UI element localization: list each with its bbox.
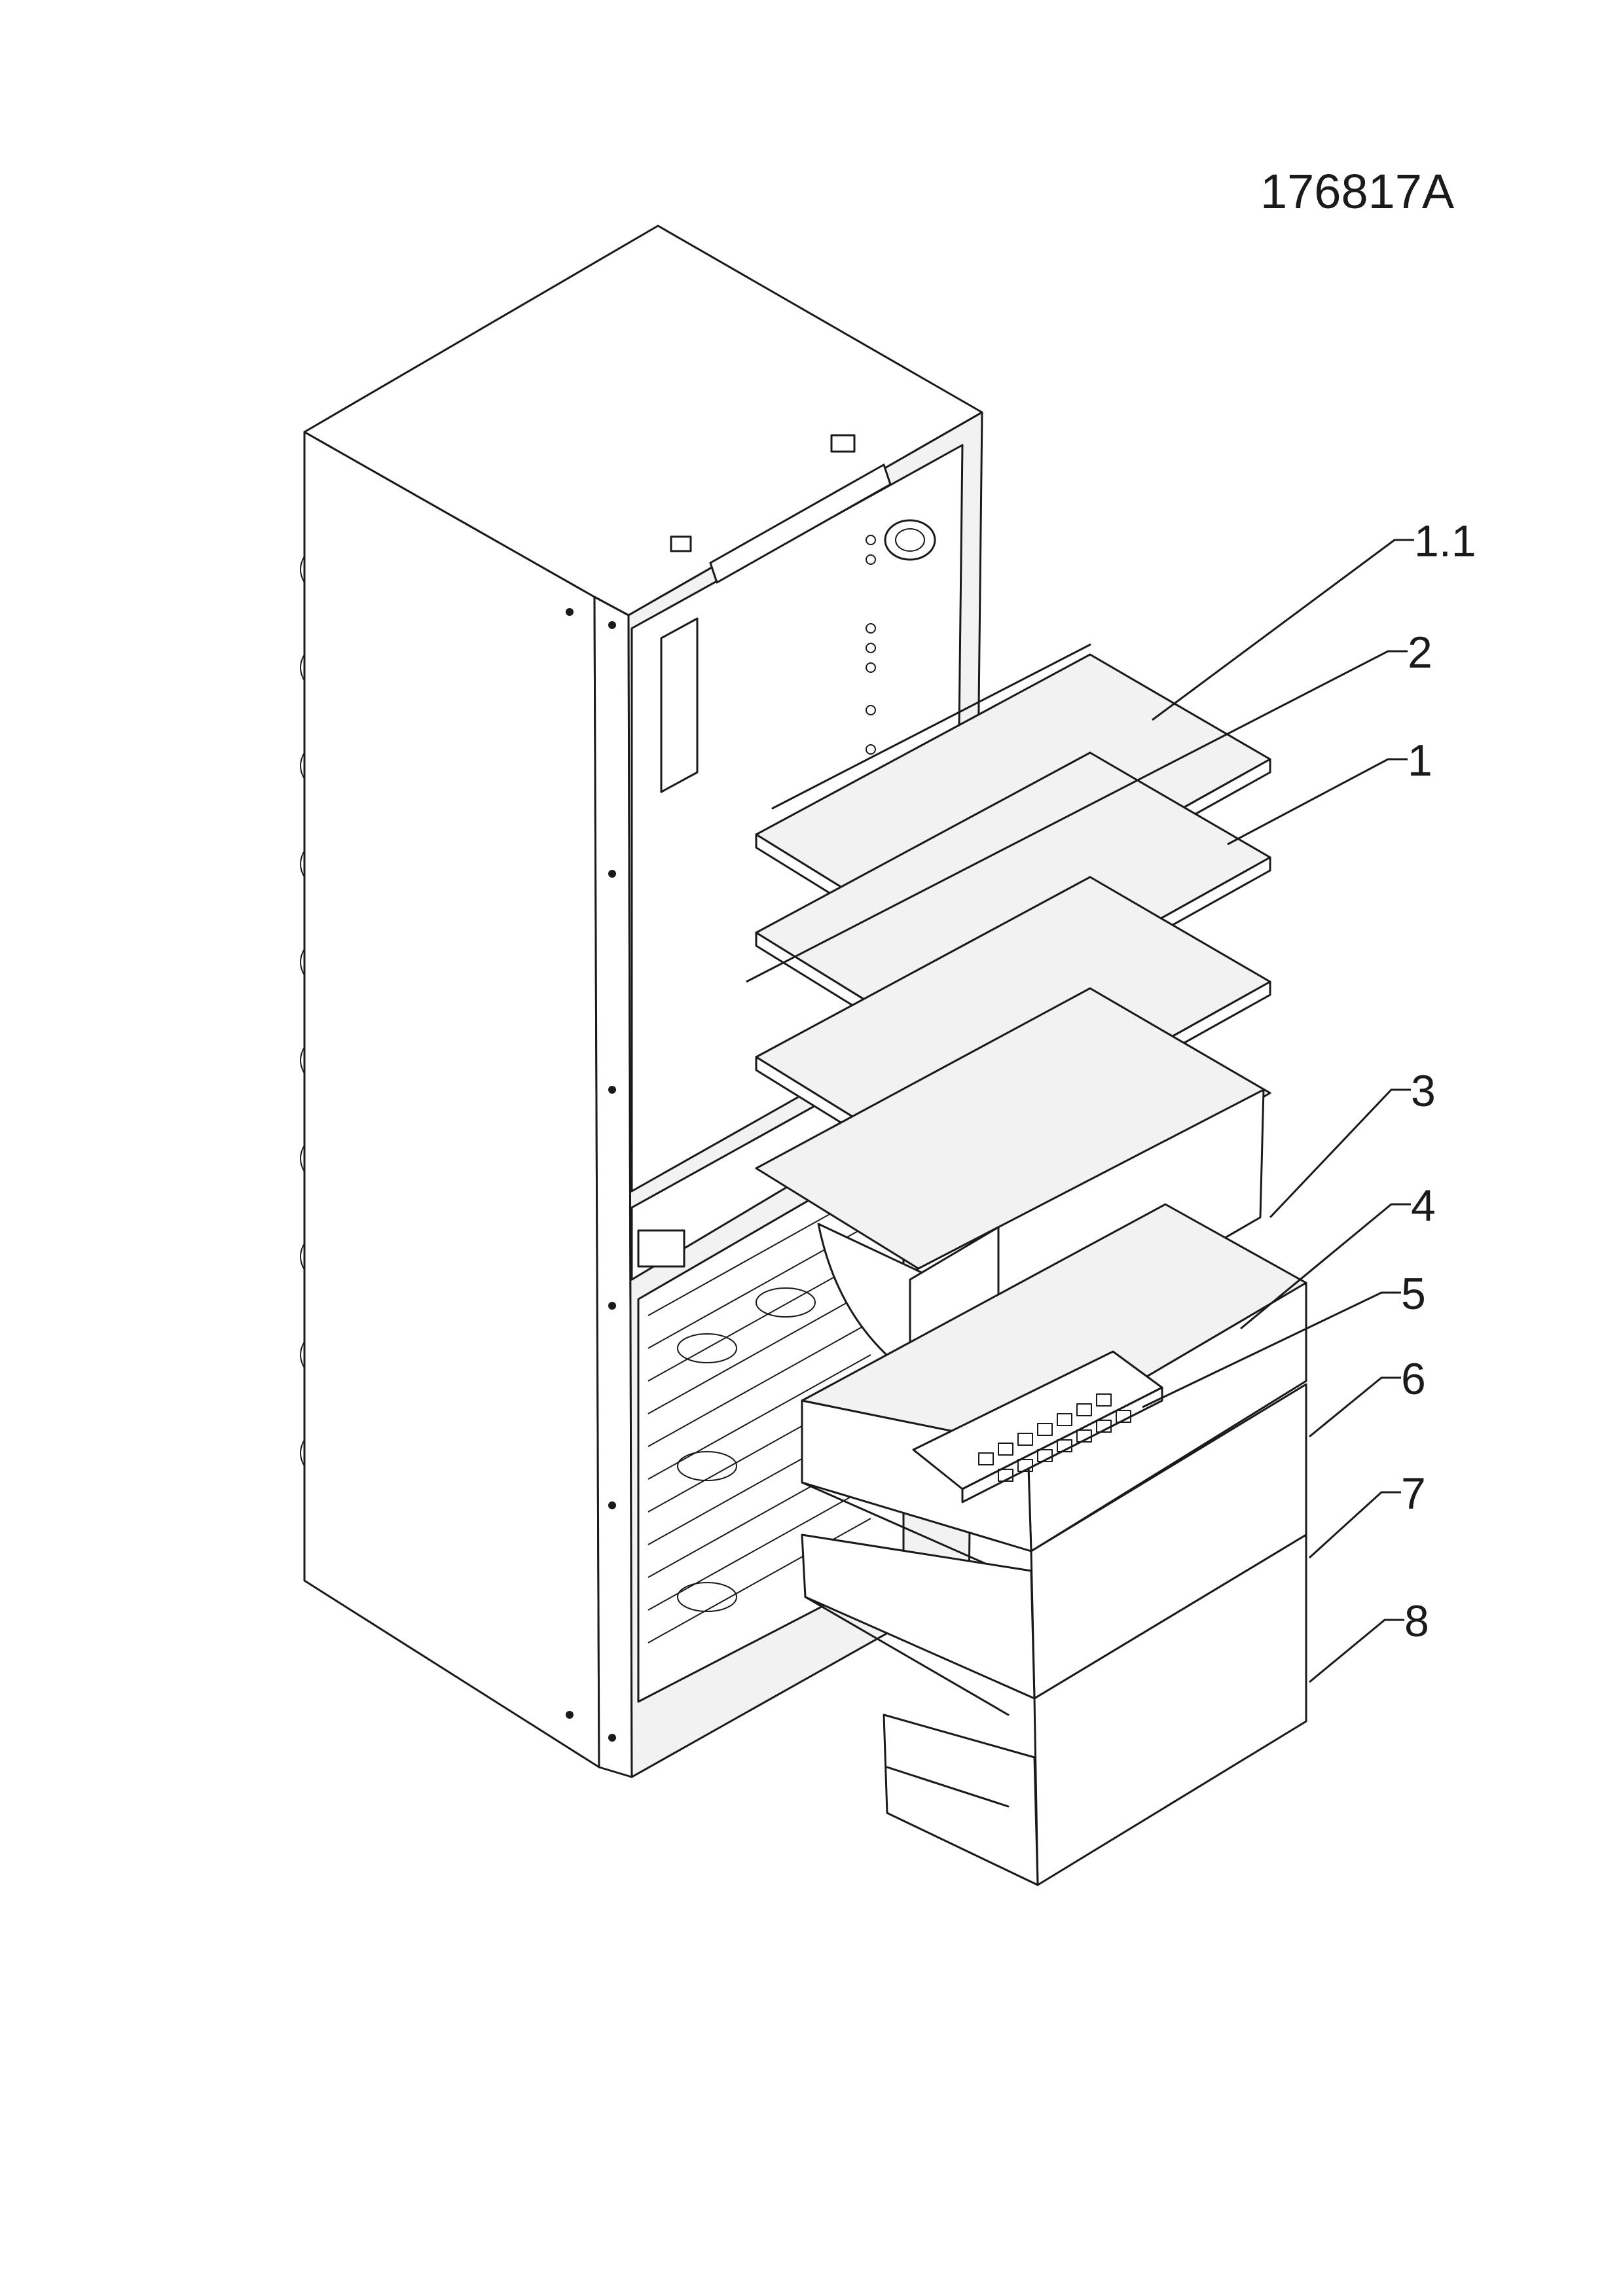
- top-hinge-bracket: [709, 463, 892, 584]
- svg-text:6: 6: [1401, 1354, 1426, 1404]
- callout-7: 7: [1308, 1469, 1426, 1559]
- callout-5: 5: [1142, 1269, 1426, 1408]
- rear-condenser-edge: [300, 556, 305, 1467]
- shelf-support-holes: [866, 535, 876, 755]
- svg-text:7: 7: [1401, 1469, 1426, 1518]
- callout-2: 2: [746, 628, 1432, 983]
- callout-3: 3: [1269, 1066, 1436, 1219]
- drawing-number: 176817A: [1260, 164, 1455, 219]
- hinge-latch: [830, 434, 856, 453]
- ice-cube-tray: [912, 1350, 1163, 1503]
- callout-1-1: 1.1: [1152, 516, 1476, 721]
- freezer-drawer-middle: [801, 1383, 1307, 1716]
- svg-text:1: 1: [1408, 736, 1432, 785]
- callout-4: 4: [1240, 1181, 1436, 1330]
- svg-text:2: 2: [1408, 628, 1432, 677]
- svg-text:4: 4: [1411, 1181, 1436, 1230]
- svg-text:3: 3: [1411, 1066, 1436, 1116]
- freezer-drawer-lower: [883, 1534, 1307, 1886]
- svg-text:8: 8: [1404, 1596, 1429, 1646]
- light-housing: [884, 519, 936, 561]
- hinge-latch-front: [670, 535, 692, 552]
- flange-screws: [566, 608, 616, 1742]
- air-duct-channel: [660, 617, 699, 793]
- callout-1: 1: [1227, 736, 1432, 846]
- cabinet-front-flange: [593, 596, 633, 1778]
- svg-text:5: 5: [1401, 1269, 1426, 1319]
- thermostat-housing: [637, 1229, 685, 1268]
- light-lens: [895, 528, 925, 552]
- callout-6: 6: [1309, 1354, 1426, 1438]
- svg-text:1.1: 1.1: [1414, 516, 1476, 566]
- freezer-evaporator-grid: [647, 1191, 871, 1643]
- cabinet-side-panel: [303, 431, 600, 1768]
- callout-8: 8: [1309, 1596, 1429, 1683]
